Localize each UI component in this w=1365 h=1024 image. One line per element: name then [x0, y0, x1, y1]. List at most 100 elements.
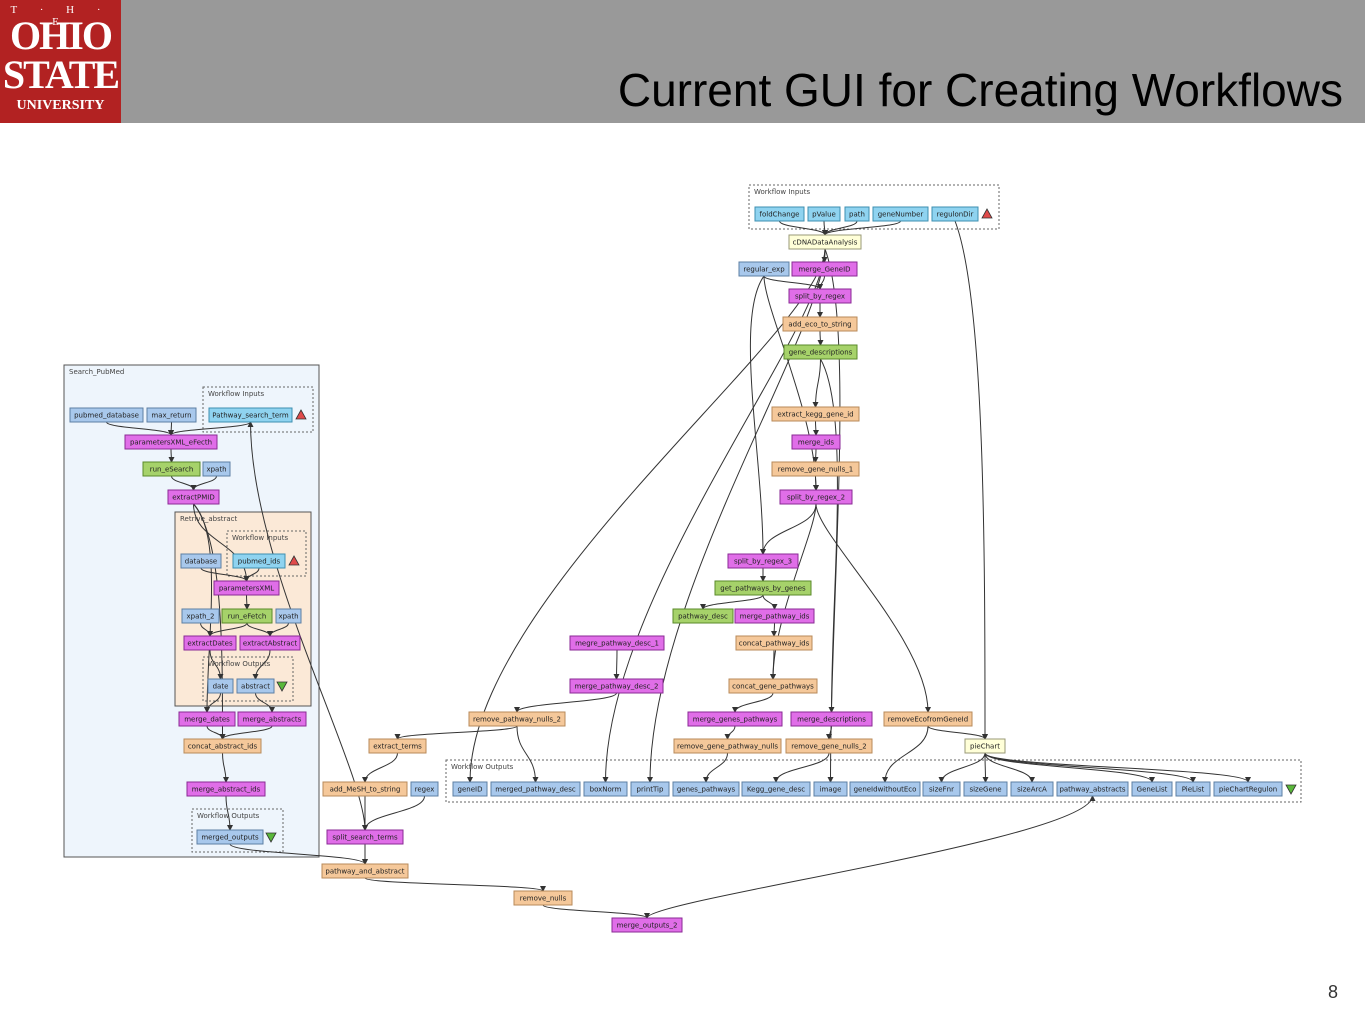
node-add_MeSH_to_string[interactable]: add_MeSH_to_string	[322, 781, 408, 797]
node-label: extractDates	[187, 640, 233, 648]
node-image[interactable]: image	[813, 781, 848, 797]
edge-xpath_r-to-extractAbstract	[267, 622, 289, 637]
node-box	[202, 461, 231, 477]
node-PieList[interactable]: PieList	[1175, 781, 1211, 797]
node-pathway_desc[interactable]: pathway_desc	[672, 608, 734, 624]
edge-megre_pathway_desc_1-to-merge_pathway_desc_2	[613, 649, 620, 680]
node-removeEcofromGeneId[interactable]: removeEcofromGeneId	[883, 711, 973, 727]
node-sizeArcA[interactable]: sizeArcA	[1010, 781, 1054, 797]
node-merge_pathway_ids[interactable]: merge_pathway_ids	[734, 608, 815, 624]
node-label: merge_pathway_desc_2	[575, 683, 659, 691]
node-geneNumber[interactable]: geneNumber	[872, 206, 929, 222]
node-remove_gene_nulls_1[interactable]: remove_gene_nulls_1	[771, 461, 860, 477]
node-xpath_r[interactable]: xpath	[275, 608, 302, 624]
node-run_eFetch[interactable]: run_eFetch	[221, 608, 273, 624]
node-merged_outputs[interactable]: merged_outputs	[196, 829, 264, 845]
node-merge_outputs_2[interactable]: merge_outputs_2	[611, 917, 683, 933]
node-parametersXML_eFecth[interactable]: parametersXML_eFecth	[124, 434, 218, 450]
node-extractPMID[interactable]: extractPMID	[167, 489, 220, 505]
node-extractDates[interactable]: extractDates	[183, 635, 237, 651]
node-concat_pathway_ids[interactable]: concat_pathway_ids	[735, 635, 813, 651]
node-printTip[interactable]: printTip	[630, 781, 670, 797]
node-label: PieList	[1182, 786, 1205, 794]
node-label: gene_descriptions	[789, 349, 853, 357]
node-regular_exp[interactable]: regular_exp	[738, 261, 790, 277]
node-database[interactable]: database	[180, 553, 222, 569]
node-abstract[interactable]: abstract	[236, 678, 275, 694]
node-pathway_abstracts[interactable]: pathway_abstracts	[1056, 781, 1129, 797]
node-merge_ids[interactable]: merge_ids	[791, 434, 841, 450]
edge-merge_GeneID-to-split_by_regex	[817, 275, 825, 290]
node-xpath_2[interactable]: xpath_2	[181, 608, 220, 624]
node-concat_abstract_ids[interactable]: concat_abstract_ids	[183, 738, 262, 754]
node-Pathway_search_term[interactable]: Pathway_search_term	[208, 407, 293, 423]
node-merge_abstracts[interactable]: merge_abstracts	[237, 711, 307, 727]
node-regex[interactable]: regex	[410, 781, 439, 797]
node-merged_pathway_desc[interactable]: merged_pathway_desc	[490, 781, 581, 797]
node-merge_GeneID[interactable]: merge_GeneID	[791, 261, 858, 277]
node-merge_descriptions[interactable]: merge_descriptions	[790, 711, 873, 727]
node-box	[788, 234, 862, 250]
node-concat_gene_pathways[interactable]: concat_gene_pathways	[728, 678, 818, 694]
group-box-rwi	[226, 530, 307, 577]
node-xpath_s[interactable]: xpath	[202, 461, 231, 477]
node-pValue[interactable]: pValue	[807, 206, 841, 222]
node-box	[368, 738, 427, 754]
node-regulonDir[interactable]: regulonDir	[931, 206, 979, 222]
node-merge_dates[interactable]: merge_dates	[178, 711, 236, 727]
node-remove_gene_pathway_nulls[interactable]: remove_gene_pathway_nulls	[673, 738, 782, 754]
node-merge_abstract_ids[interactable]: merge_abstract_ids	[186, 781, 266, 797]
node-sizeFnr[interactable]: sizeFnr	[922, 781, 961, 797]
node-remove_pathway_nulls_2[interactable]: remove_pathway_nulls_2	[468, 711, 566, 727]
node-split_by_regex_3[interactable]: split_by_regex_3	[727, 553, 799, 569]
node-box	[239, 635, 301, 651]
node-foldChange[interactable]: foldChange	[754, 206, 805, 222]
group-box-bottomwo	[445, 759, 1302, 803]
node-geneID[interactable]: geneID	[452, 781, 488, 797]
node-gene_descriptions[interactable]: gene_descriptions	[783, 344, 858, 360]
node-remove_nulls[interactable]: remove_nulls	[513, 890, 573, 906]
node-add_eco_to_string[interactable]: add_eco_to_string	[782, 316, 858, 332]
node-box	[672, 781, 740, 797]
node-label: split_by_regex	[795, 293, 845, 301]
node-merge_genes_pathways[interactable]: merge_genes_pathways	[687, 711, 783, 727]
node-label: Kegg_gene_desc	[747, 786, 805, 794]
node-box	[813, 781, 848, 797]
node-geneIdwithoutEco[interactable]: geneIdwithoutEco	[849, 781, 921, 797]
node-Kegg_gene_desc[interactable]: Kegg_gene_desc	[741, 781, 811, 797]
node-megre_pathway_desc_1[interactable]: megre_pathway_desc_1	[569, 635, 665, 651]
edge-get_pathways_by_genes-to-merge_pathway_ids	[762, 594, 778, 610]
node-pubmed_database[interactable]: pubmed_database	[69, 407, 144, 423]
node-box	[167, 489, 220, 505]
node-sizeGene[interactable]: sizeGene	[963, 781, 1008, 797]
node-genes_pathways[interactable]: genes_pathways	[672, 781, 740, 797]
node-cDNADataAnalysis[interactable]: cDNADataAnalysis	[788, 234, 862, 250]
node-box	[1056, 781, 1129, 797]
node-split_by_regex_2[interactable]: split_by_regex_2	[779, 489, 853, 505]
node-GeneList[interactable]: GeneList	[1131, 781, 1173, 797]
node-run_eSearch[interactable]: run_eSearch	[142, 461, 201, 477]
node-pieChartRegulon[interactable]: pieChartRegulon	[1213, 781, 1283, 797]
node-pubmed_ids[interactable]: pubmed_ids	[232, 553, 286, 569]
node-date[interactable]: date	[207, 678, 234, 694]
node-box	[630, 781, 670, 797]
node-path[interactable]: path	[844, 206, 870, 222]
node-extract_terms[interactable]: extract_terms	[368, 738, 427, 754]
edge-merge_genes_pathways-to-remove_gene_pathway_nulls	[724, 725, 736, 740]
node-extract_kegg_gene_id[interactable]: extract_kegg_gene_id	[771, 406, 860, 422]
node-boxNorm[interactable]: boxNorm	[583, 781, 628, 797]
node-box	[208, 407, 293, 423]
node-split_by_regex[interactable]: split_by_regex	[788, 288, 852, 304]
node-extractAbstract[interactable]: extractAbstract	[239, 635, 301, 651]
edge-max_return-to-parametersXML_eFecth	[168, 421, 175, 436]
node-remove_gene_nulls_2[interactable]: remove_gene_nulls_2	[785, 738, 873, 754]
node-get_pathways_by_genes[interactable]: get_pathways_by_genes	[714, 580, 812, 596]
node-merge_pathway_desc_2[interactable]: merge_pathway_desc_2	[569, 678, 664, 694]
node-box	[922, 781, 961, 797]
node-max_return[interactable]: max_return	[146, 407, 197, 423]
node-parametersXML[interactable]: parametersXML	[213, 580, 280, 596]
node-pathway_and_abstract[interactable]: pathway_and_abstract	[321, 863, 409, 879]
edge-merge_abstracts-to-concat_abstract_ids	[219, 725, 273, 740]
node-split_search_terms[interactable]: split_search_terms	[326, 829, 404, 845]
node-pieChart[interactable]: pieChart	[964, 738, 1006, 754]
